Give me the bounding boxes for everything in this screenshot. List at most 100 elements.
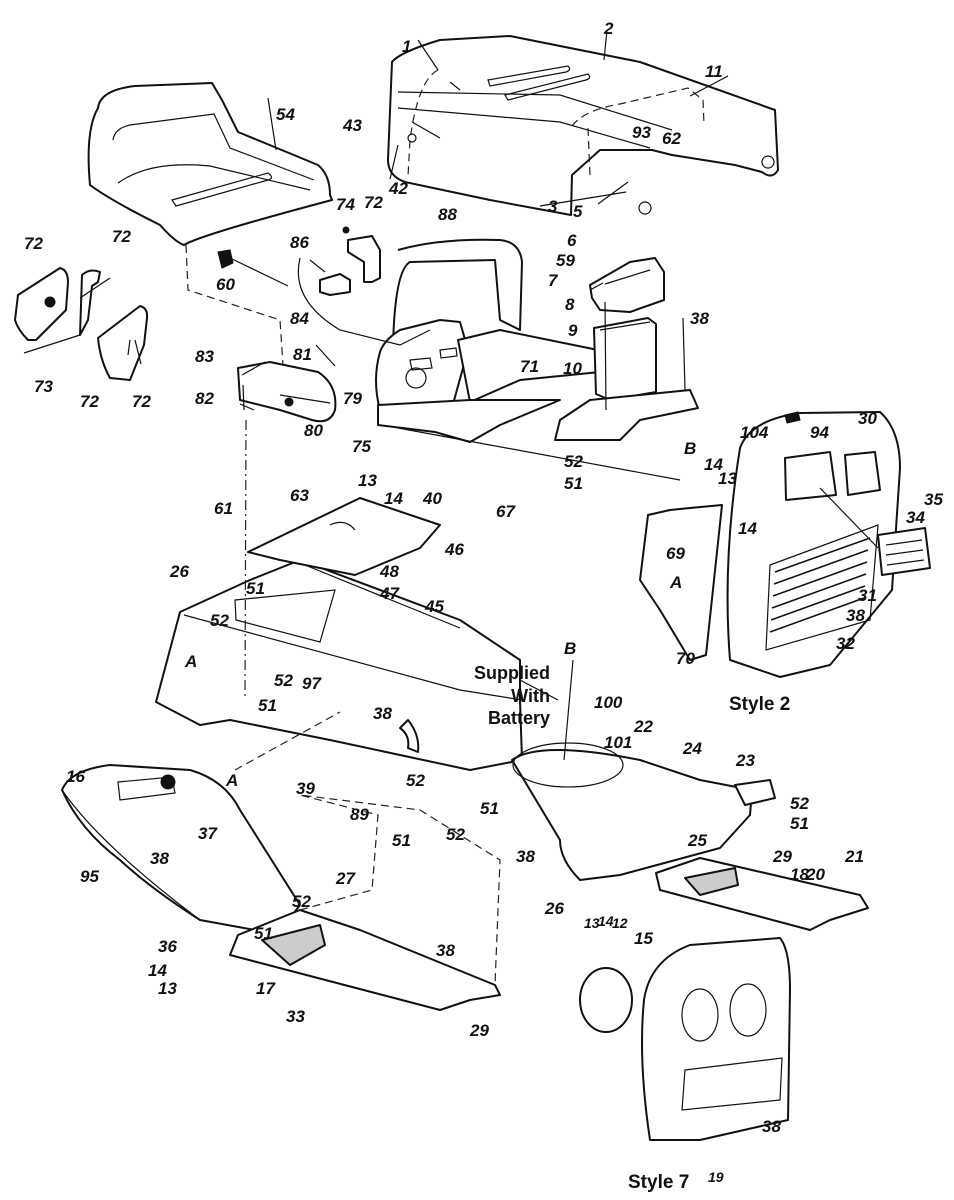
key-switch bbox=[319, 273, 351, 296]
part-label-21: 21 bbox=[845, 847, 864, 866]
part-label-75: 75 bbox=[352, 437, 371, 456]
part-label-16: 16 bbox=[66, 767, 85, 786]
part-label-29-right: 29 bbox=[773, 847, 792, 866]
part-label-13-foot: 13 bbox=[158, 979, 177, 998]
part-label-52-foot: 52 bbox=[292, 892, 311, 911]
part-label-38-foot-a: 38 bbox=[436, 941, 455, 960]
part-label-27: 27 bbox=[336, 869, 355, 888]
part-label-89: 89 bbox=[350, 805, 369, 824]
part-label-31: 31 bbox=[858, 586, 877, 605]
part-label-72-d: 72 bbox=[132, 392, 151, 411]
part-label-51-mid-a: 51 bbox=[392, 831, 411, 850]
part-label-1: 1 bbox=[402, 37, 412, 56]
choke-knob bbox=[217, 249, 289, 287]
part-label-38-grille: 38 bbox=[846, 606, 865, 625]
part-label-14-hood-a: 14 bbox=[704, 455, 723, 474]
part-label-82: 82 bbox=[195, 389, 214, 408]
part-label-51-foot: 51 bbox=[254, 924, 273, 943]
part-label-34: 34 bbox=[906, 508, 925, 527]
part-label-38-s7: 38 bbox=[762, 1117, 781, 1136]
part-label-72-e: 72 bbox=[364, 193, 383, 212]
part-label-51-axle: 51 bbox=[790, 814, 809, 833]
part-label-19: 19 bbox=[708, 1169, 724, 1185]
part-label-86: 86 bbox=[290, 233, 309, 252]
part-label-69: 69 bbox=[666, 544, 685, 563]
part-label-33: 33 bbox=[286, 1007, 305, 1026]
part-label-63: 63 bbox=[290, 486, 309, 505]
part-label-95: 95 bbox=[80, 867, 99, 886]
part-label-52-frame-b: 52 bbox=[274, 671, 293, 690]
part-label-72-a: 72 bbox=[24, 234, 43, 253]
part-label-15: 15 bbox=[634, 929, 653, 948]
marker-B-dash: B bbox=[684, 439, 697, 458]
part-label-2: 2 bbox=[604, 19, 614, 38]
seat-mount-line bbox=[185, 244, 285, 381]
part-label-25: 25 bbox=[688, 831, 707, 850]
part-label-60: 60 bbox=[216, 275, 235, 294]
part-label-13-s7: 13 bbox=[584, 915, 600, 931]
part-label-32: 32 bbox=[836, 634, 855, 653]
part-label-51-mid-b: 51 bbox=[480, 799, 499, 818]
frame-mount-line bbox=[244, 419, 247, 701]
marker-A-fender: A bbox=[226, 771, 239, 790]
part-label-52-mid-b: 52 bbox=[446, 825, 465, 844]
fender-to-frame bbox=[234, 711, 341, 771]
part-label-38-axle: 38 bbox=[516, 847, 535, 866]
part-label-38-fender: 38 bbox=[150, 849, 169, 868]
part-label-70: 70 bbox=[676, 649, 695, 668]
style-7-caption: Style 7 bbox=[628, 1172, 690, 1193]
fender bbox=[61, 764, 301, 931]
part-label-93: 93 bbox=[632, 123, 651, 142]
part-label-5: 5 bbox=[573, 202, 583, 221]
part-label-14-dash: 14 bbox=[384, 489, 403, 508]
part-label-11: 11 bbox=[705, 62, 723, 81]
axle-support bbox=[511, 742, 776, 881]
part-label-22: 22 bbox=[634, 717, 653, 736]
supplied-arrow bbox=[519, 679, 559, 701]
part-label-42: 42 bbox=[389, 179, 408, 198]
part-label-12: 12 bbox=[612, 915, 628, 931]
part-label-14-s7: 14 bbox=[598, 913, 614, 929]
part-label-51-frame-a: 51 bbox=[246, 579, 265, 598]
part-label-81: 81 bbox=[293, 345, 312, 364]
frame bbox=[155, 497, 523, 771]
part-label-100: 100 bbox=[594, 693, 623, 712]
part-label-24: 24 bbox=[683, 739, 702, 758]
footrest-left bbox=[229, 909, 501, 1011]
footrest-right bbox=[655, 857, 869, 931]
part-label-104: 104 bbox=[740, 423, 769, 442]
part-label-43: 43 bbox=[343, 116, 362, 135]
seat bbox=[87, 82, 333, 246]
part-label-72-b: 72 bbox=[112, 227, 131, 246]
part-label-97: 97 bbox=[302, 674, 321, 693]
leader-lines bbox=[79, 29, 729, 411]
part-label-8: 8 bbox=[565, 295, 575, 314]
part-label-3: 3 bbox=[548, 197, 558, 216]
part-label-17: 17 bbox=[256, 979, 275, 998]
part-label-84: 84 bbox=[290, 309, 309, 328]
throttle-bracket bbox=[342, 226, 381, 283]
seat-bracket bbox=[237, 361, 337, 423]
part-label-94: 94 bbox=[810, 423, 829, 442]
part-label-38-battery: 38 bbox=[690, 309, 709, 328]
part-label-52-axle: 52 bbox=[790, 794, 809, 813]
part-label-40: 40 bbox=[423, 489, 442, 508]
part-label-51-frame-b: 51 bbox=[258, 696, 277, 715]
part-label-18: 18 bbox=[790, 865, 809, 884]
part-label-14-hood-b: 14 bbox=[738, 519, 757, 538]
throttle-rod bbox=[397, 427, 681, 481]
part-label-20: 20 bbox=[806, 865, 825, 884]
note-line-1: Supplied bbox=[474, 663, 550, 683]
part-label-83: 83 bbox=[195, 347, 214, 366]
hood-side-panel bbox=[639, 504, 723, 661]
part-label-61: 61 bbox=[214, 499, 233, 518]
part-label-48: 48 bbox=[380, 562, 399, 581]
control-bracket-left bbox=[14, 267, 149, 381]
marker-A-hood: A bbox=[670, 573, 683, 592]
part-label-30: 30 bbox=[858, 409, 877, 428]
note-line-3: Battery bbox=[487, 708, 550, 728]
part-label-6: 6 bbox=[567, 231, 577, 250]
part-label-36: 36 bbox=[158, 937, 177, 956]
part-label-80: 80 bbox=[304, 421, 323, 440]
headlight-style-2 bbox=[819, 487, 931, 576]
